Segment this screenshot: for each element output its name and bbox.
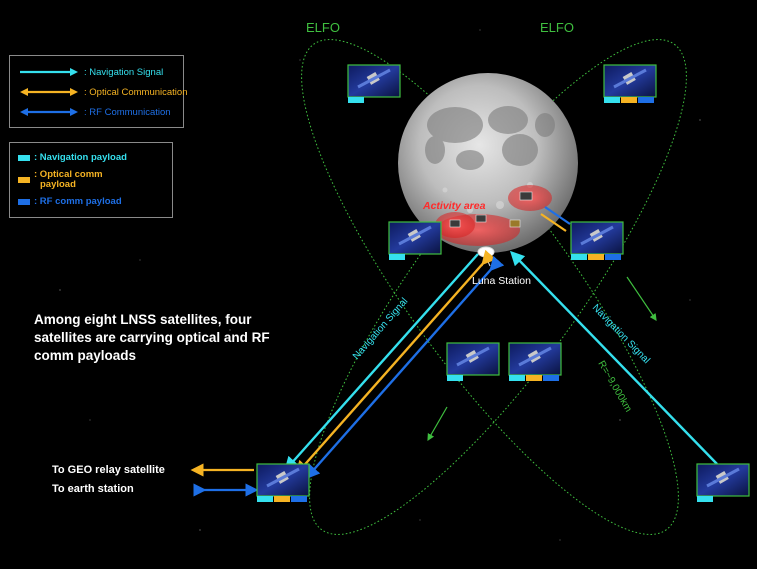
payload-band	[697, 496, 713, 502]
payload-band	[526, 375, 542, 381]
legend-row-nav-payload: : Navigation payload	[18, 151, 127, 165]
nav-signal-label-left: Navigation Signal	[351, 296, 410, 362]
payload-band	[588, 254, 604, 260]
legend-payloads: : Navigation payload : Optical comm payl…	[9, 142, 173, 218]
payload-band	[638, 97, 654, 103]
payload-band	[447, 375, 463, 381]
moon	[398, 73, 578, 267]
luna-station-label: Luna Station	[472, 275, 531, 287]
satellite-mid-right	[570, 221, 624, 260]
solar-panel-icon	[706, 467, 740, 488]
orbit-ellipse-1	[309, 39, 687, 535]
direction-arrow-right	[626, 276, 657, 321]
radius-label: R=~9,000km	[595, 359, 633, 414]
luna-station-dish	[477, 246, 495, 267]
payload-band	[509, 375, 525, 381]
lnss-note: Among eight LNSS satellites, four satell…	[34, 312, 270, 363]
payload-band	[621, 97, 637, 103]
legend-label-navigation: : Navigation Signal	[84, 66, 164, 78]
rover-3	[509, 219, 521, 228]
legend-label-optical-payload: : Optical comm payload	[34, 170, 103, 190]
navigation-arrow-icon	[18, 67, 80, 77]
satellite-bottom-right	[696, 463, 750, 502]
legend-links: : Navigation Signal : Optical Communicat…	[9, 55, 187, 128]
satellites	[256, 64, 750, 502]
geo-relay-label: To GEO relay satellite	[52, 464, 165, 476]
payload-band	[389, 254, 405, 260]
legend-label-optical-payload-line2: payload	[40, 179, 76, 190]
starfield	[59, 29, 701, 541]
legend-label-optical: : Optical Communication	[84, 86, 188, 98]
orbit-label-right: ELFO	[540, 20, 574, 35]
nav-payload-swatch	[18, 155, 30, 161]
rover-1	[449, 219, 461, 228]
satellite-top-right	[603, 64, 657, 103]
direction-arrow-left	[427, 406, 448, 442]
payload-band	[274, 496, 290, 502]
main-links-left	[284, 249, 505, 480]
rover-icons	[449, 191, 533, 228]
moon-maria	[425, 106, 555, 170]
rover-4	[519, 191, 533, 201]
solar-panel-icon	[518, 346, 552, 367]
activity-area-label: Activity area	[422, 200, 486, 212]
legend-row-rf-payload: : RF comm payload	[18, 195, 122, 209]
orbit-label-left: ELFO	[306, 20, 340, 35]
payload-band	[348, 97, 364, 103]
solar-panel-icon	[456, 346, 490, 367]
payload-band	[257, 496, 273, 502]
legend-row-optical: : Optical Communication	[18, 85, 187, 99]
satellite-center-left	[446, 342, 500, 381]
solar-panel-icon	[398, 225, 432, 246]
legend-label-nav-payload: : Navigation payload	[34, 152, 127, 163]
legend-label-rf-payload: : RF comm payload	[34, 196, 122, 207]
rover-2	[475, 214, 487, 223]
elfo-orbits	[301, 39, 687, 535]
ground-link-arrows	[190, 463, 259, 497]
solar-panel-icon	[266, 467, 300, 488]
earth-station-label: To earth station	[52, 483, 134, 495]
moon-to-sat-right-links	[540, 206, 571, 232]
payload-band	[604, 97, 620, 103]
legend-row-navigation: : Navigation Signal	[18, 65, 163, 79]
payload-band	[291, 496, 307, 502]
satellite-bottom-left	[256, 463, 310, 502]
payload-band	[543, 375, 559, 381]
nav-link-right	[509, 250, 718, 465]
rf-double-arrow-icon	[18, 107, 80, 117]
optical-payload-swatch	[18, 177, 30, 183]
legend-label-rf: : RF Communication	[84, 106, 171, 118]
legend-label-optical-payload-line1: : Optical comm	[34, 169, 103, 180]
satellite-top-left	[347, 64, 401, 103]
nav-signal-label-right: Navigation Signal	[590, 302, 652, 366]
rf-link-left	[305, 255, 505, 480]
payload-band	[605, 254, 621, 260]
orbit-ellipse-2	[301, 39, 679, 535]
solar-panel-icon	[580, 225, 614, 246]
legend-row-rf: : RF Communication	[18, 105, 171, 119]
solar-panel-icon	[357, 68, 391, 89]
satellite-center-right	[508, 342, 562, 381]
satellite-mid-left	[388, 221, 442, 260]
payload-band	[571, 254, 587, 260]
optical-double-arrow-icon	[18, 87, 80, 97]
solar-panel-icon	[613, 68, 647, 89]
legend-row-optical-payload: : Optical comm payload	[18, 168, 103, 192]
rf-payload-swatch	[18, 199, 30, 205]
